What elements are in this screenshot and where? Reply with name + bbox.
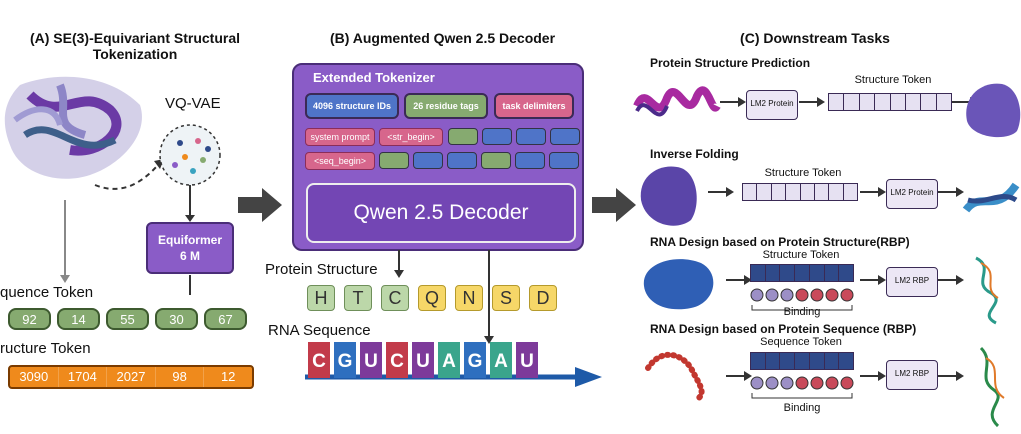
structure-token: 12 <box>220 369 236 384</box>
task3-token-strip <box>750 264 854 282</box>
token-square <box>550 128 580 145</box>
rna-letter: A <box>490 342 512 378</box>
protein-structure-label: Protein Structure <box>265 261 378 278</box>
task3-binding-label: Binding <box>783 306 821 318</box>
structure-token: 98 <box>156 367 205 387</box>
str-begin-token: <str_begin> <box>379 128 443 146</box>
panel-c-title: (C) Downstream Tasks <box>740 30 890 46</box>
structure-token: 2027 <box>107 367 156 387</box>
task4-binding-row <box>750 376 854 399</box>
task4-graphics <box>645 346 1005 428</box>
protein-letter: C <box>381 285 409 311</box>
sequence-token: 55 <box>106 308 149 330</box>
token-square <box>379 152 409 169</box>
task2-graphics <box>640 166 1020 226</box>
token-square <box>481 152 511 169</box>
rna-letter: G <box>464 342 486 378</box>
task3-title: RNA Design based on Protein Structure(RB… <box>650 235 910 249</box>
sequence-token: 30 <box>155 308 198 330</box>
decoder-box: Qwen 2.5 Decoder <box>306 183 576 243</box>
rna-letter: U <box>412 342 434 378</box>
protein-letter: H <box>307 285 335 311</box>
rna-letter: U <box>516 342 538 378</box>
vqvae-label: VQ-VAE <box>165 95 221 112</box>
task4-model-box: LM2 RBP <box>886 360 938 390</box>
panel-a-title: (A) SE(3)-Equivariant Structural Tokeniz… <box>29 30 241 62</box>
rna-letter: A <box>438 342 460 378</box>
task1-token-strip <box>828 93 952 111</box>
task4-binding-label: Binding <box>783 402 821 414</box>
task4-token-strip <box>750 352 854 370</box>
sequence-token-label: quence Token <box>0 284 94 301</box>
rna-letter: C <box>308 342 330 378</box>
tag-residue: 26 residue tags <box>404 93 488 119</box>
rna-sequence-label: RNA Sequence <box>268 322 371 339</box>
arrow-b-to-c <box>592 188 636 222</box>
protein-structure-illustration <box>4 76 221 295</box>
panel-b-title: (B) Augmented Qwen 2.5 Decoder <box>329 30 556 46</box>
task4-token-label: Sequence Token <box>760 336 842 348</box>
protein-letter: S <box>492 285 520 311</box>
task2-title: Inverse Folding <box>650 147 739 161</box>
task2-model-box: LM2 Protein <box>886 179 938 209</box>
task4-title: RNA Design based on Protein Sequence (RB… <box>650 322 917 336</box>
structure-token: 3090 <box>10 367 59 387</box>
structure-token-row: 3090 1704 2027 98 12 <box>8 365 254 389</box>
task3-token-label: Structure Token <box>762 249 840 261</box>
task3-model-label: LM2 RBP <box>894 276 930 285</box>
sequence-token: 92 <box>8 308 51 330</box>
task1-title: Protein Structure Prediction <box>650 56 811 70</box>
token-square <box>448 128 478 145</box>
token-square <box>549 152 579 169</box>
tag-task-delimiters: task delimiters <box>494 93 574 119</box>
protein-letter: N <box>455 285 483 311</box>
decoder-output-arrows <box>394 250 494 344</box>
task3-model-box: LM2 RBP <box>886 267 938 297</box>
task1-token-label: Structure Token <box>854 74 932 86</box>
task1-model-box: LM2 Protein <box>746 90 798 120</box>
system-prompt-token: system prompt <box>305 128 375 146</box>
task2-model-label: LM2 Protein <box>890 188 934 197</box>
equiformer-box: Equiformer 6 M <box>146 222 234 274</box>
seq-begin-token: <seq_begin> <box>305 152 375 170</box>
protein-letter: T <box>344 285 372 311</box>
arrow-a-to-b <box>238 188 282 222</box>
sequence-token: 14 <box>57 308 100 330</box>
equiformer-label: Equiformer 6 M <box>157 233 222 263</box>
task2-token-label: Structure Token <box>764 167 842 179</box>
task3-binding-row <box>750 288 854 311</box>
rna-letter: G <box>334 342 356 378</box>
tokenizer-title: Extended Tokenizer <box>313 70 435 85</box>
task4-model-label: LM2 RBP <box>894 369 930 378</box>
token-square <box>516 128 546 145</box>
protein-letter: D <box>529 285 557 311</box>
token-square <box>515 152 545 169</box>
token-square <box>447 152 477 169</box>
token-square <box>482 128 512 145</box>
task3-graphics <box>643 256 999 325</box>
sequence-token: 67 <box>204 308 247 330</box>
structure-token: 1704 <box>59 367 108 387</box>
protein-letter: Q <box>418 285 446 311</box>
task1-graphics <box>633 83 1021 138</box>
rna-letter: U <box>360 342 382 378</box>
structure-token-label: ructure Token <box>0 340 91 357</box>
decoder-label: Qwen 2.5 Decoder <box>353 201 529 224</box>
token-square <box>413 152 443 169</box>
task1-model-label: LM2 Protein <box>750 99 794 108</box>
task2-token-strip <box>742 183 858 201</box>
tag-structure-ids: 4096 structure IDs <box>305 93 399 119</box>
rna-letter: C <box>386 342 408 378</box>
